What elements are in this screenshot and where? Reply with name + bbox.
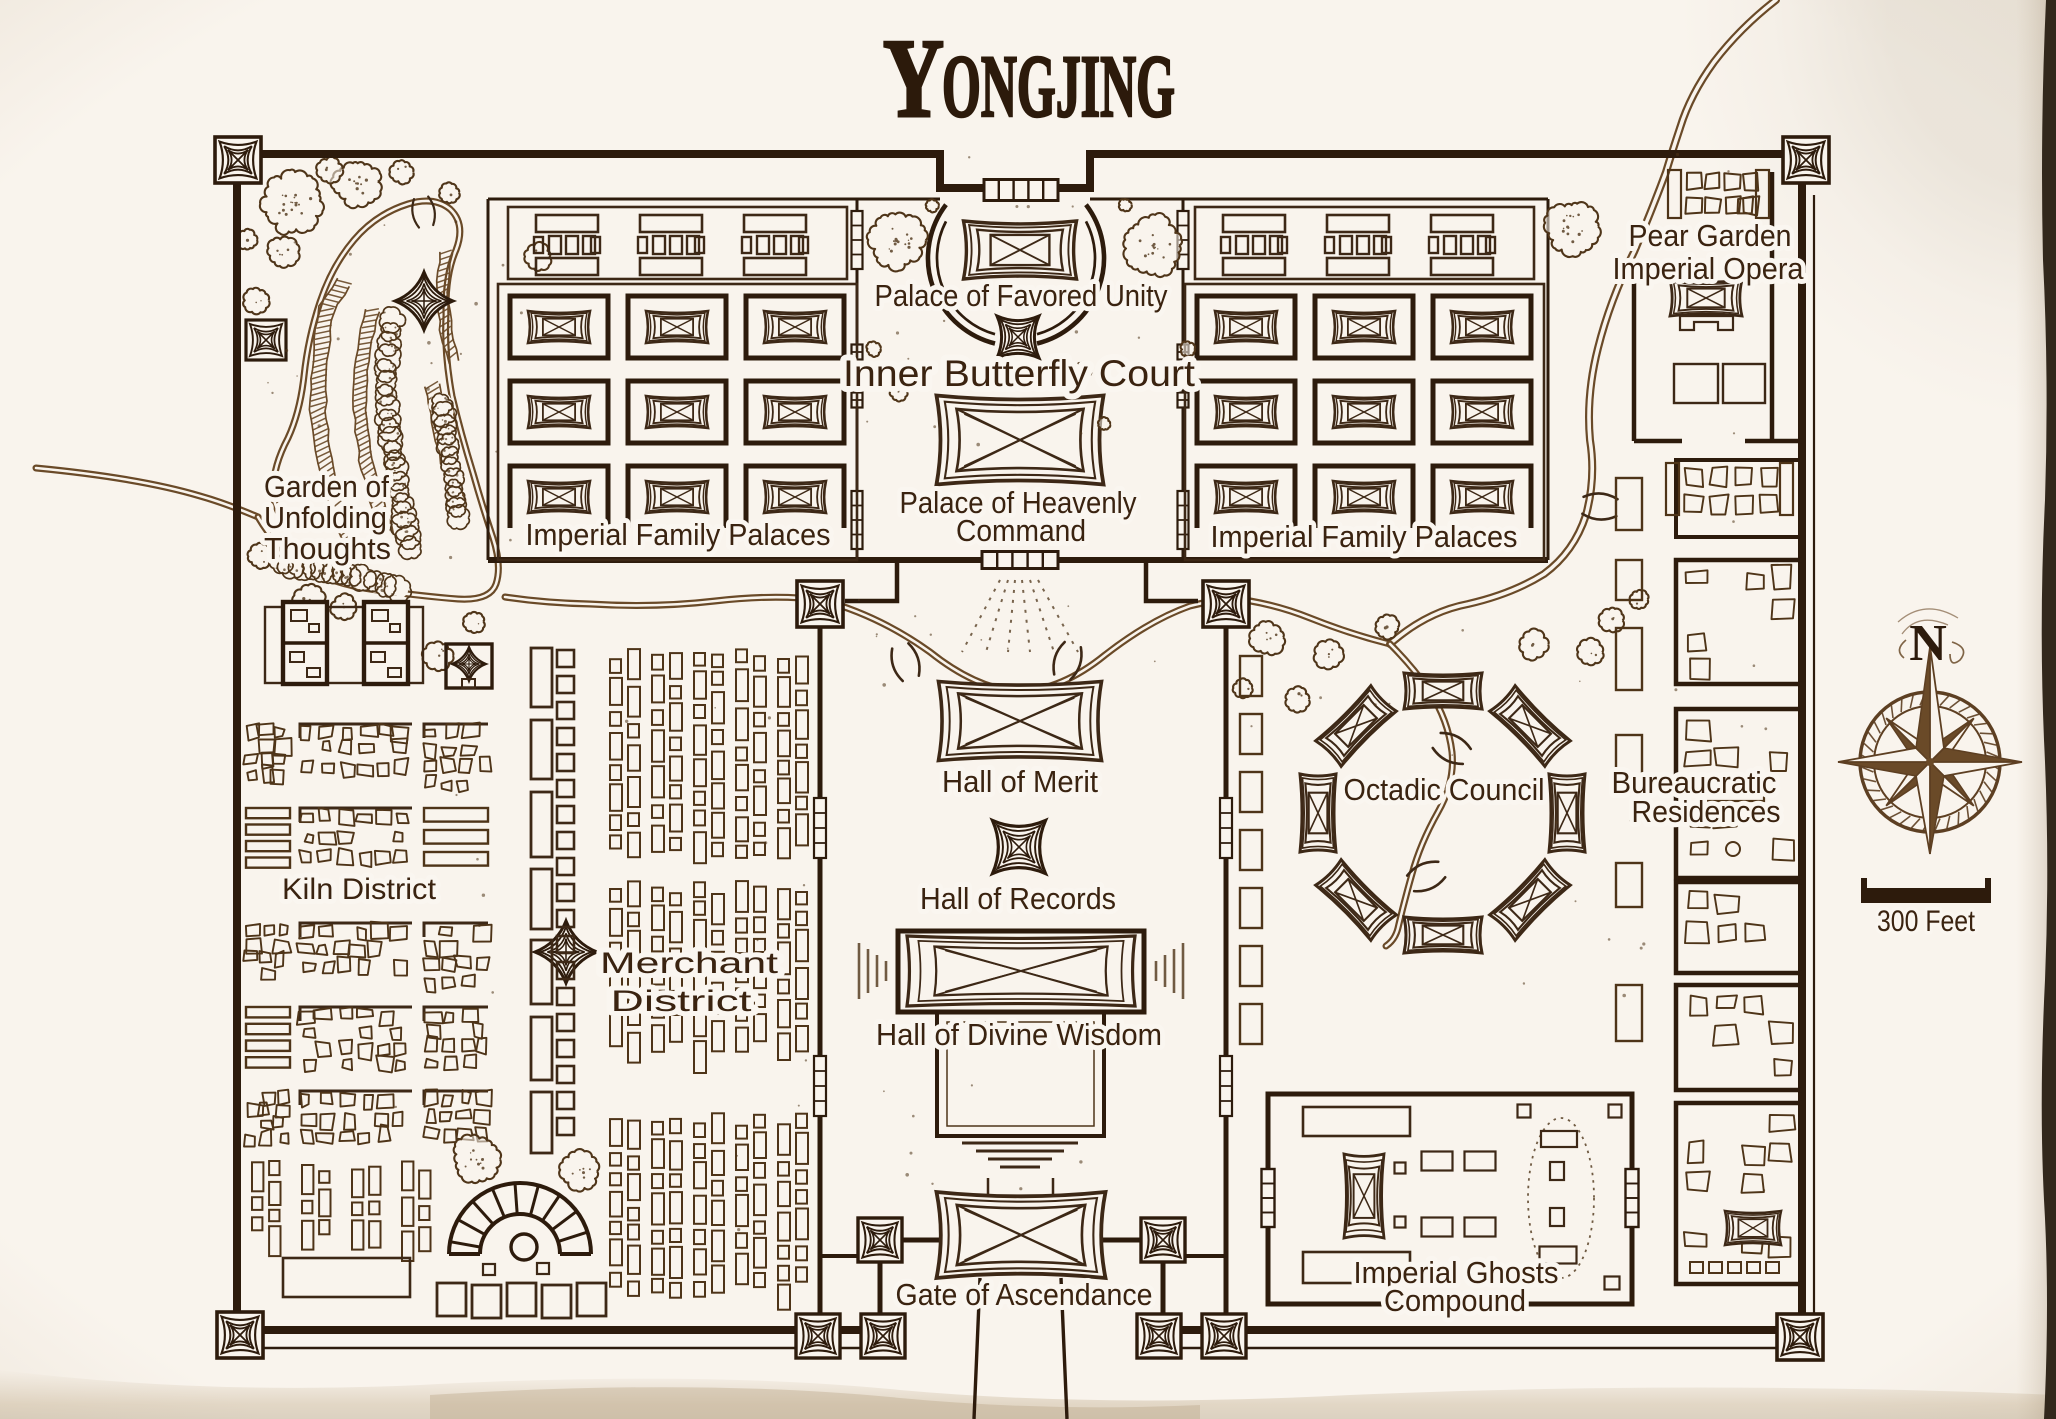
svg-text:District: District <box>611 985 753 1018</box>
svg-text:Residences: Residences <box>1632 794 1781 829</box>
svg-text:Unfolding: Unfolding <box>264 500 387 535</box>
svg-text:Hall of Records: Hall of Records <box>920 881 1116 916</box>
svg-text:Pear Garden: Pear Garden <box>1629 218 1792 253</box>
svg-text:N: N <box>1909 615 1947 672</box>
svg-text:300 Feet: 300 Feet <box>1877 905 1976 938</box>
svg-text:Kiln District: Kiln District <box>282 873 437 906</box>
svg-text:Imperial Opera: Imperial Opera <box>1613 251 1805 286</box>
svg-text:Imperial Family Palaces: Imperial Family Palaces <box>526 517 831 552</box>
svg-text:Thoughts: Thoughts <box>264 531 391 566</box>
svg-text:Compound: Compound <box>1384 1283 1526 1318</box>
svg-text:Palace of Favored Unity: Palace of Favored Unity <box>875 278 1168 313</box>
svg-text:Merchant: Merchant <box>600 947 779 980</box>
svg-text:Imperial Family Palaces: Imperial Family Palaces <box>1211 519 1518 554</box>
svg-text:Garden of: Garden of <box>264 469 389 504</box>
svg-text:Y: Y <box>883 17 944 141</box>
svg-text:Gate of Ascendance: Gate of Ascendance <box>896 1277 1153 1312</box>
svg-text:Octadic Council: Octadic Council <box>1344 772 1545 807</box>
svg-text:Palace of Heavenly: Palace of Heavenly <box>900 485 1137 520</box>
svg-text:Command: Command <box>956 513 1086 548</box>
svg-text:Imperial Ghosts: Imperial Ghosts <box>1354 1255 1559 1290</box>
svg-text:Hall of Divine Wisdom: Hall of Divine Wisdom <box>876 1017 1162 1052</box>
svg-text:Bureaucratic: Bureaucratic <box>1612 765 1777 800</box>
svg-text:Inner Butterfly Court: Inner Butterfly Court <box>843 353 1196 394</box>
svg-text:ONGJING: ONGJING <box>942 38 1175 136</box>
svg-text:Hall of Merit: Hall of Merit <box>942 764 1098 799</box>
